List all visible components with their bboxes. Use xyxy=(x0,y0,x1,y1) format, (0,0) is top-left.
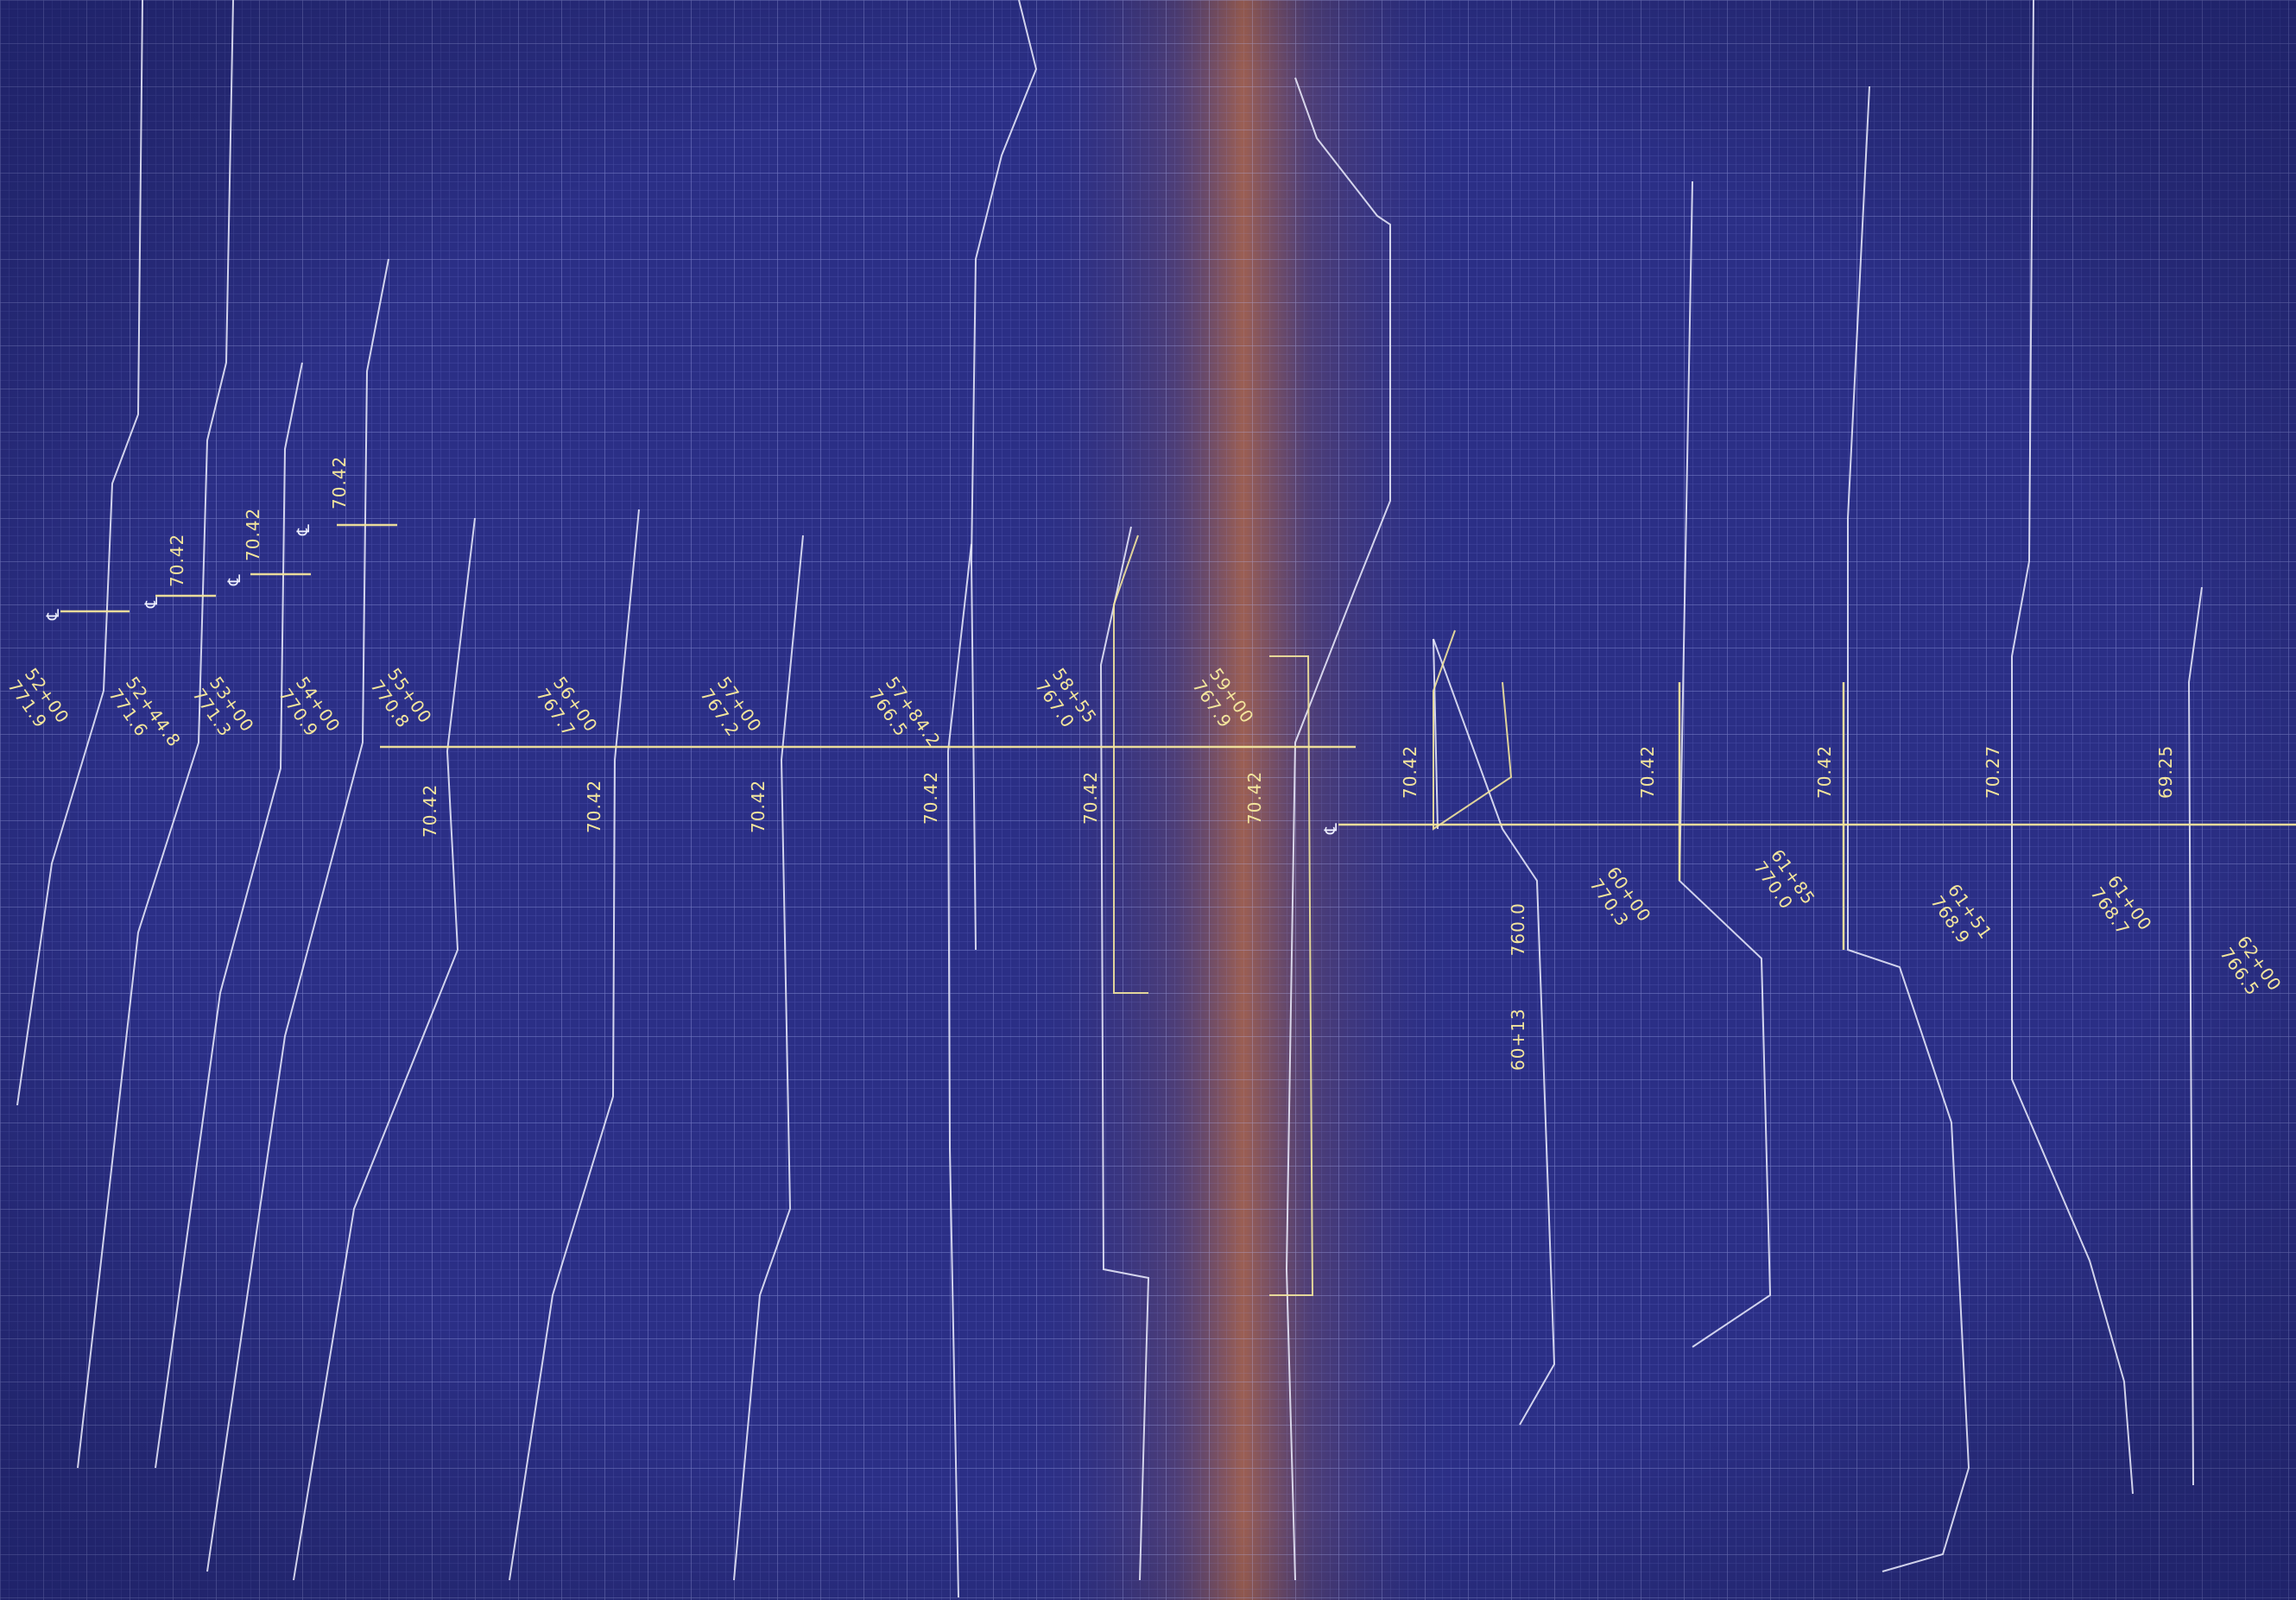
centerline-value: 70.42 xyxy=(584,780,604,833)
profile-line-54 xyxy=(206,258,389,1572)
baselines xyxy=(60,523,2296,950)
centerline-value: 70.42 xyxy=(920,771,941,825)
profile-line-61 xyxy=(1678,180,1772,1348)
profile-line-59-b xyxy=(970,0,1038,951)
centerline-values: 70.42 70.42 70.42 70.42 70.42 70.42 70.4… xyxy=(167,456,2176,838)
station-label: 60+13760.0 xyxy=(1508,902,1528,1071)
centerline-value: 69.25 xyxy=(2155,745,2176,799)
profile-line-55 xyxy=(293,517,476,1581)
profile-line-61-51 xyxy=(2011,0,2134,1495)
centerline-value: 70.42 xyxy=(329,456,350,509)
profile-line-53 xyxy=(155,362,303,1469)
centerline-value: 70.42 xyxy=(1814,745,1835,799)
profile-line-62 xyxy=(2187,586,2203,1486)
profile-line-58-55 xyxy=(1099,526,1150,1581)
outline-60 xyxy=(1433,629,1513,831)
profile-line-57-84 xyxy=(946,543,972,1598)
centerline-value: 70.27 xyxy=(1983,745,2003,799)
profile-line-56 xyxy=(509,509,640,1581)
section-outlines xyxy=(1113,534,1513,1296)
centerline-value: 70.42 xyxy=(748,780,768,833)
profile-line-57 xyxy=(733,534,804,1581)
centerline-value: 70.42 xyxy=(420,784,440,838)
centerline-value: 70.42 xyxy=(1637,745,1658,799)
centerline-symbol-icon: ℄ xyxy=(293,523,313,536)
centerline-symbol-icon: ℄ xyxy=(1320,822,1341,835)
outline-59 xyxy=(1269,655,1314,1296)
outline-58 xyxy=(1113,534,1148,994)
profile-line-60 xyxy=(1433,638,1556,1426)
profile-line-52 xyxy=(16,0,143,1106)
centerline-symbol-icon: ℄ xyxy=(42,608,63,621)
centerline-value: 70.42 xyxy=(1080,771,1101,825)
profile-line-61-85 xyxy=(1847,85,1970,1572)
centerline-symbols: ℄ ℄ ℄ ℄ ℄ xyxy=(42,523,1341,835)
centerline-value: 70.42 xyxy=(167,534,187,587)
profile-line-59 xyxy=(1285,77,1391,1581)
centerline-symbol-icon: ℄ xyxy=(224,573,244,586)
profile-line-60-b xyxy=(1433,638,1439,830)
profile-line-52-44 xyxy=(77,0,234,1469)
centerline-value: 70.42 xyxy=(243,508,263,561)
profile-lines xyxy=(16,0,2203,1598)
centerline-value: 70.42 xyxy=(1244,771,1265,825)
centerline-symbol-icon: ℄ xyxy=(141,596,161,609)
centerline-value: 70.42 xyxy=(1400,745,1420,799)
